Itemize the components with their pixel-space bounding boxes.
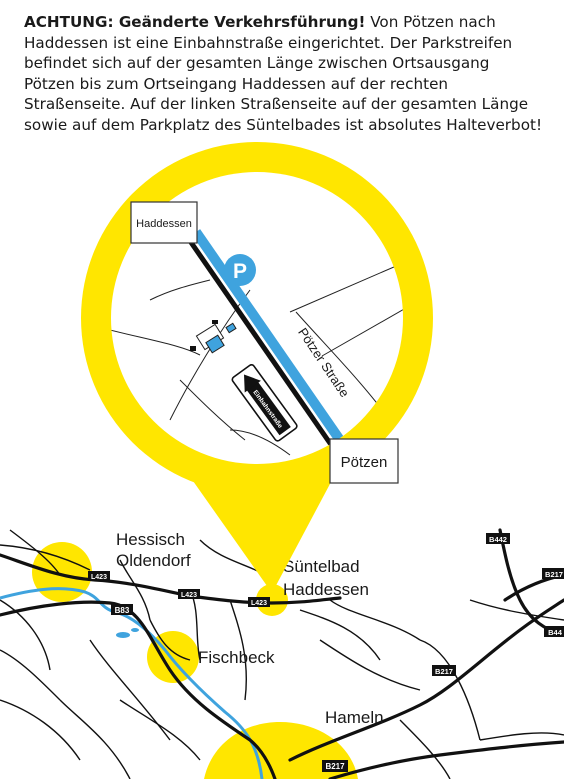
road-b83 [0,600,277,779]
road-shield-b83: B83 [111,604,133,615]
road-shield-l423-c: L423 [248,597,270,607]
road-shield-b44: B44 [544,626,564,637]
label-fischbeck: Fischbeck [198,648,275,667]
svg-text:B217: B217 [435,667,453,676]
svg-text:L423: L423 [181,592,197,599]
road-shield-l423-b: L423 [178,589,200,599]
oneway-sign: Einbahnstraße [231,364,298,442]
buildings [190,320,237,354]
svg-text:B442: B442 [489,535,507,544]
notice-body: Von Pötzen nach Haddessen ist eine Einba… [24,13,543,134]
notice-heading: ACHTUNG: Geänderte Verkehrsführung! [24,13,366,31]
road-shield-b217-c: B217 [322,760,348,772]
road-hameln-east [328,740,564,779]
svg-text:B83: B83 [115,606,130,615]
svg-text:Haddessen: Haddessen [136,218,192,230]
svg-text:L423: L423 [251,600,267,607]
road-shield-l423-a: L423 [88,571,110,581]
road-shield-b217-b: B217 [432,665,456,676]
road-shield-b217-a: B217 [542,568,564,579]
svg-text:L423: L423 [91,574,107,581]
svg-text:P: P [233,260,247,283]
label-hameln: Hameln [325,708,384,727]
road-poetzer-strasse [185,236,337,451]
sign-poetzen: Pötzen [329,438,399,484]
svg-text:B217: B217 [545,570,563,579]
label-hessisch: Hessisch [116,530,185,549]
road-shield-b442: B442 [486,533,510,544]
notice-text: ACHTUNG: Geänderte Verkehrsführung! Von … [24,12,544,136]
detail-map: Einbahnstraße [111,229,403,456]
highlight-haddessen [256,584,288,616]
svg-text:Pötzen: Pötzen [341,454,388,471]
label-haddessen-town: Haddessen [283,580,369,599]
overview-map: L423 L423 L423 B83 B442 B217 B44 B217 B2… [0,528,564,779]
highlight-hessisch-oldendorf [32,542,92,602]
parking-strip [191,229,347,446]
svg-text:B44: B44 [548,628,563,637]
road-b217 [288,598,564,762]
label-oldendorf: Oldendorf [116,551,191,570]
parking-icon: P [224,254,256,286]
label-suentelbad: Süntelbad [283,557,360,576]
svg-text:B217: B217 [325,762,345,771]
sign-haddessen: Haddessen [130,201,198,244]
